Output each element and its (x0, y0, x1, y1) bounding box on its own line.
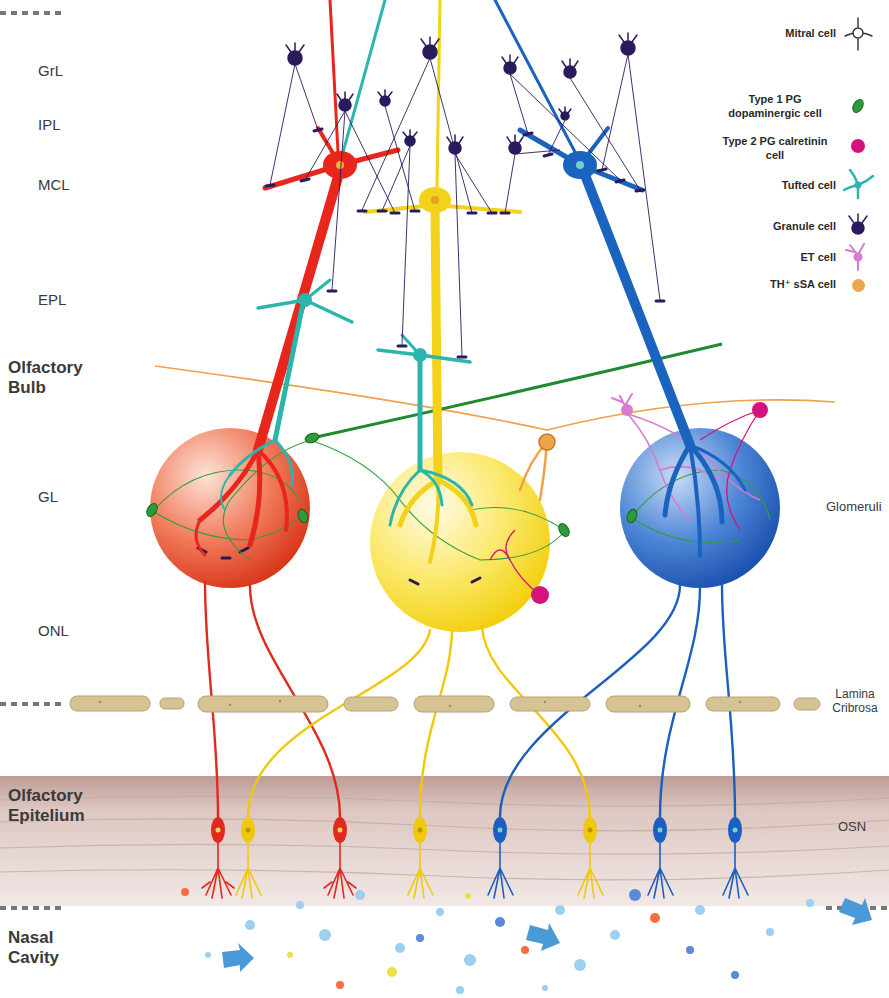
legend-swatch (852, 279, 865, 292)
legend-text: Mitral cell (700, 26, 836, 40)
layer-label: ONL (38, 622, 69, 639)
legend-text: Granule cell (700, 219, 836, 233)
legend-text: Type 2 PG calretinin cell (712, 134, 838, 163)
layer-label: GrL (38, 62, 63, 79)
layer-label: EPL (38, 291, 66, 308)
legend-text: Tufted cell (700, 178, 836, 192)
layer-label: IPL (38, 116, 61, 133)
layer-label: GL (38, 488, 58, 505)
legend-swatch (851, 139, 865, 153)
region-label: Nasal Cavity (8, 928, 98, 967)
structure-label: Lamina Cribrosa (824, 688, 886, 716)
legend-text: Type 1 PG dopaminergic cell (712, 92, 838, 121)
layer-label: MCL (38, 176, 70, 193)
structure-label: Glomeruli (826, 500, 882, 515)
legend-text: TH⁺ sSA cell (700, 277, 836, 291)
structure-label: OSN (838, 820, 866, 835)
region-label: Olfactory Epitelium (8, 786, 118, 825)
region-label: Olfactory Bulb (8, 358, 108, 397)
legend-text: ET cell (700, 250, 836, 264)
